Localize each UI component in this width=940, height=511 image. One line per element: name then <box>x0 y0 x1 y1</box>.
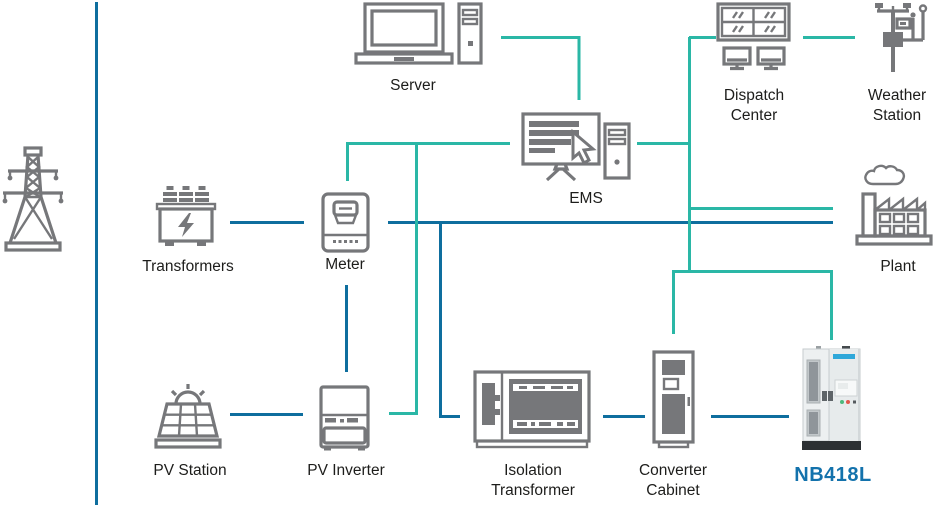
factory-plant-icon <box>855 164 933 246</box>
weather-station-label: Weather Station <box>867 87 927 125</box>
connector-bus-isolation-transformer <box>439 224 460 418</box>
converter-cabinet-label: Converter Cabinet <box>638 462 708 500</box>
meter-label: Meter <box>325 256 365 273</box>
connector-ems-meter <box>346 142 510 181</box>
transmission-tower-icon <box>2 146 64 252</box>
ems-workstation-icon <box>521 112 631 182</box>
converter-cabinet-icon <box>652 350 695 449</box>
connector-server-ems <box>501 36 581 100</box>
connector-ems-pv-inverter <box>389 143 418 415</box>
pv-station-label: PV Station <box>153 462 227 479</box>
transformers-label: Transformers <box>142 258 234 275</box>
nb418l-cabinet-image <box>802 346 861 450</box>
pv-inverter-icon <box>319 385 370 451</box>
solar-panel-icon <box>154 384 222 449</box>
meter-icon <box>321 192 370 253</box>
nb418l-label: NB418L <box>794 464 872 486</box>
connector-bus-converter-nb418l <box>672 270 833 340</box>
weather-station-icon <box>875 3 928 72</box>
server-label: Server <box>390 77 436 94</box>
isolation-transformer-icon <box>473 370 591 449</box>
dispatch-center-icon <box>716 2 791 71</box>
pv-inverter-label: PV Inverter <box>307 462 385 479</box>
plant-label: Plant <box>880 258 916 275</box>
server-icon <box>354 2 483 65</box>
isolation-transformer-label: Isolation Transformer <box>491 462 575 500</box>
ems-label: EMS <box>569 190 603 207</box>
dispatch-center-label: Dispatch Center <box>723 87 785 125</box>
transformer-icon <box>155 186 217 246</box>
